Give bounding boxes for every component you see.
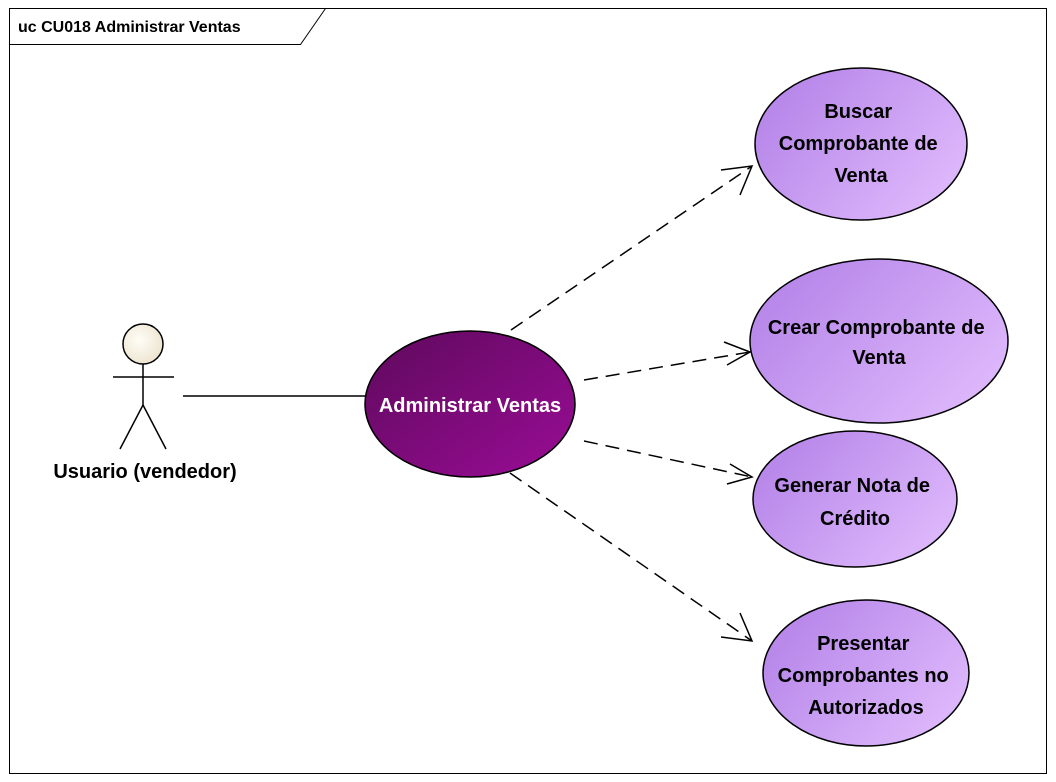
arrow-buscar-line xyxy=(510,165,753,331)
use-case-buscar-ellipse xyxy=(754,67,968,221)
use-case-generar-line-2: Crédito xyxy=(820,508,890,530)
dependency-arrows xyxy=(509,165,754,642)
use-case-presentar-line-3: Autorizados xyxy=(808,697,924,719)
use-case-buscar-line-3: Venta xyxy=(834,165,888,187)
use-case-presentar-label: Presentar Comprobantes no Autorizados xyxy=(778,633,955,719)
actor-usuario[interactable]: Usuario (vendedor) xyxy=(53,323,237,483)
frame-title: uc CU018 Administrar Ventas xyxy=(18,19,241,36)
arrow-buscar-head xyxy=(720,165,754,196)
actor-left-leg xyxy=(119,404,144,450)
frame-title-tab xyxy=(9,8,326,45)
use-case-crear-label: Crear Comprobante de Venta xyxy=(768,317,990,369)
use-case-presentar-ellipse xyxy=(762,599,970,747)
use-case-administrar-ventas[interactable]: Administrar Ventas xyxy=(364,330,576,478)
use-case-crear-comprobante[interactable]: Crear Comprobante de Venta xyxy=(749,258,1009,424)
use-case-generar-nota[interactable]: Generar Nota de Crédito xyxy=(752,430,958,568)
use-case-presentar-comprobantes[interactable]: Presentar Comprobantes no Autorizados xyxy=(762,599,970,747)
use-case-presentar-line-2: Comprobantes no xyxy=(778,665,949,687)
use-case-buscar-comprobante[interactable]: Buscar Comprobante de Venta xyxy=(754,67,968,221)
arrow-crear-line xyxy=(583,351,751,381)
use-case-main-line-1: Administrar Ventas xyxy=(379,395,561,417)
use-case-generar-label: Generar Nota de Crédito xyxy=(774,475,935,530)
use-case-crear-ellipse xyxy=(749,258,1009,424)
actor-label: Usuario (vendedor) xyxy=(53,461,236,483)
diagram-frame xyxy=(9,8,1047,774)
use-case-buscar-line-1: Buscar xyxy=(824,101,892,123)
arrow-generar-head xyxy=(726,463,754,485)
use-case-buscar-label: Buscar Comprobante de Venta xyxy=(779,101,943,187)
use-case-crear-line-1: Crear Comprobante de xyxy=(768,317,985,339)
arrow-presentar-head xyxy=(720,612,754,642)
use-case-crear-line-2: Venta xyxy=(852,347,906,369)
use-case-generar-ellipse xyxy=(752,430,958,568)
use-case-buscar-line-2: Comprobante de xyxy=(779,133,938,155)
use-case-main-label: Administrar Ventas xyxy=(379,395,561,417)
use-case-generar-line-1: Generar Nota de xyxy=(774,475,930,497)
actor-right-leg xyxy=(142,404,167,450)
use-case-presentar-line-1: Presentar xyxy=(817,633,909,655)
arrow-crear-head xyxy=(723,341,752,366)
actor-head xyxy=(122,323,164,365)
arrow-presentar-line xyxy=(509,472,753,642)
use-case-main-ellipse xyxy=(364,330,576,478)
arrow-generar-line xyxy=(583,440,753,478)
